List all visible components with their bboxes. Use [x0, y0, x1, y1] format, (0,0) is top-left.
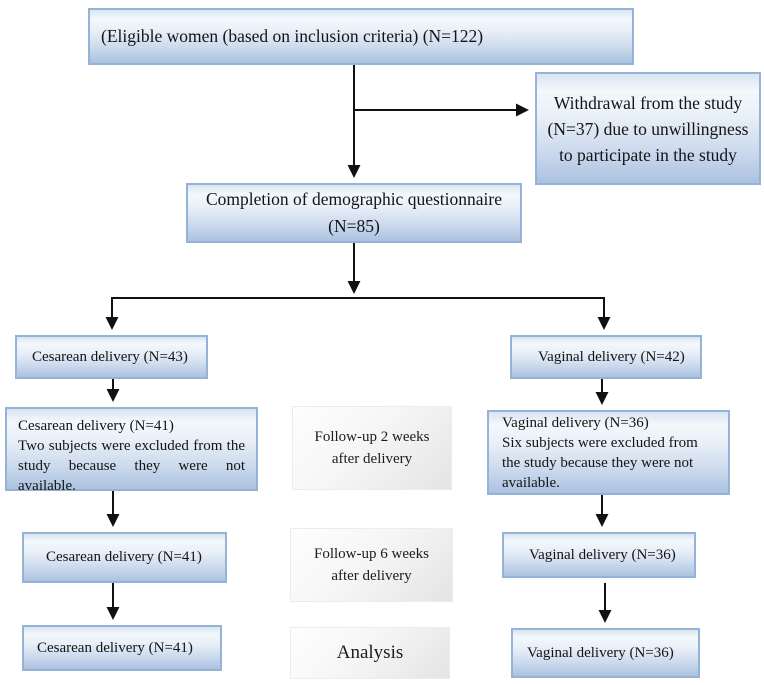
node-vaginal-delivery-n36-week6-label: Vaginal delivery (N=36): [529, 546, 676, 563]
node-vaginal-excluded-note: Six subjects were excluded from the stud…: [502, 434, 698, 491]
node-followup-2-weeks: Follow-up 2 weeks after delivery: [292, 406, 452, 490]
node-cesarean-delivery-n41-week6: Cesarean delivery (N=41): [22, 532, 227, 583]
node-cesarean-delivery-n43: Cesarean delivery (N=43): [15, 335, 208, 379]
node-cesarean-delivery-n41-analysis-label: Cesarean delivery (N=41): [37, 639, 193, 656]
node-withdrawal: Withdrawal from the study (N=37) due to …: [535, 72, 761, 185]
node-demographic-questionnaire-label: Completion of demographic questionnaire …: [206, 189, 502, 236]
node-followup-6-weeks-label: Follow-up 6 weeks after delivery: [314, 546, 429, 584]
node-cesarean-excluded: Cesarean delivery (N=41) Two subjects we…: [5, 407, 258, 494]
node-analysis-label: Analysis: [336, 642, 404, 663]
node-vaginal-delivery-n36-analysis: Vaginal delivery (N=36): [511, 628, 700, 678]
node-analysis: Analysis: [290, 627, 450, 679]
node-followup-6-weeks: Follow-up 6 weeks after delivery: [290, 528, 453, 602]
node-vaginal-excluded-title: Vaginal delivery (N=36): [502, 414, 649, 431]
node-vaginal-excluded: Vaginal delivery (N=36) Six subjects wer…: [487, 410, 730, 495]
node-followup-2-weeks-label: Follow-up 2 weeks after delivery: [314, 429, 430, 467]
node-withdrawal-label: Withdrawal from the study (N=37) due to …: [547, 92, 749, 165]
node-cesarean-delivery-n41-analysis: Cesarean delivery (N=41): [22, 625, 222, 671]
node-cesarean-delivery-n43-label: Cesarean delivery (N=43): [32, 348, 188, 365]
node-eligible-women-label: (Eligible women (based on inclusion crit…: [101, 26, 484, 46]
node-vaginal-delivery-n36-week6: Vaginal delivery (N=36): [502, 532, 696, 578]
node-eligible-women: (Eligible women (based on inclusion crit…: [88, 8, 634, 65]
node-demographic-questionnaire: Completion of demographic questionnaire …: [186, 183, 522, 243]
node-cesarean-excluded-title: Cesarean delivery (N=41): [18, 418, 174, 434]
node-cesarean-excluded-note: Two subjects were excluded from the stud…: [18, 438, 245, 494]
node-vaginal-delivery-n36-analysis-label: Vaginal delivery (N=36): [527, 644, 674, 661]
node-cesarean-delivery-n41-week6-label: Cesarean delivery (N=41): [46, 549, 202, 565]
node-vaginal-delivery-n42: Vaginal delivery (N=42): [510, 335, 702, 379]
node-vaginal-delivery-n42-label: Vaginal delivery (N=42): [538, 348, 685, 365]
